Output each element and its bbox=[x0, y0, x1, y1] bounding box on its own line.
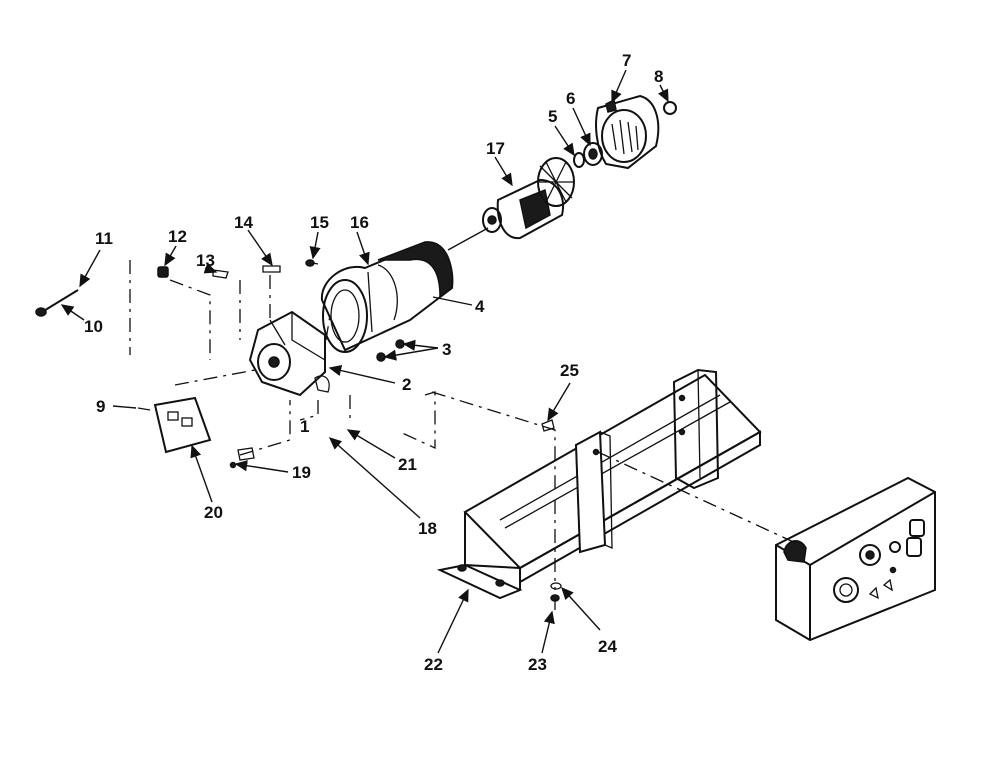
screw-part-15 bbox=[305, 259, 319, 267]
bolt-part-23 bbox=[550, 594, 560, 610]
washer-part-24 bbox=[550, 582, 562, 590]
callout-8: 8 bbox=[654, 67, 663, 86]
callout-23: 23 bbox=[528, 655, 547, 674]
cover-plate-part-20 bbox=[153, 396, 212, 454]
callout-3: 3 bbox=[442, 340, 451, 359]
base-channel-part-22 bbox=[436, 373, 762, 600]
callout-6: 6 bbox=[566, 89, 575, 108]
callout-21: 21 bbox=[398, 455, 417, 474]
nut-part-12 bbox=[157, 266, 169, 278]
screw-part-9 bbox=[137, 407, 151, 411]
callout-2: 2 bbox=[402, 375, 411, 394]
callout-25: 25 bbox=[560, 361, 579, 380]
screws-part-3 bbox=[376, 339, 405, 362]
fan-part bbox=[537, 157, 575, 207]
callout-12: 12 bbox=[168, 227, 187, 246]
bolt-part-10 bbox=[35, 289, 79, 317]
stator-part-16 bbox=[320, 241, 454, 353]
callout-19: 19 bbox=[292, 463, 311, 482]
alignment-lines bbox=[129, 260, 801, 590]
mount-plate-front bbox=[574, 430, 613, 554]
callout-24: 24 bbox=[598, 637, 617, 656]
shaft-line bbox=[447, 227, 489, 251]
washer-part-5 bbox=[573, 152, 585, 168]
rotor-part-17 bbox=[482, 178, 564, 240]
leader-lines bbox=[60, 69, 669, 654]
callout-1: 1 bbox=[300, 417, 309, 436]
callout-7: 7 bbox=[622, 51, 631, 70]
ring-part-8 bbox=[663, 101, 677, 115]
end-bracket-part-1 bbox=[248, 310, 330, 397]
callout-10: 10 bbox=[84, 317, 103, 336]
receptacle-box bbox=[775, 476, 936, 642]
callout-20: 20 bbox=[204, 503, 223, 522]
callout-14: 14 bbox=[234, 213, 253, 232]
callout-13: 13 bbox=[196, 251, 215, 270]
screw-part-14 bbox=[262, 265, 281, 273]
rear-bracket-part-7 bbox=[595, 94, 660, 170]
clip-part-13 bbox=[212, 269, 229, 279]
mount-plate-rear bbox=[672, 368, 720, 490]
callout-4: 4 bbox=[475, 297, 485, 316]
callout-22: 22 bbox=[424, 655, 443, 674]
callout-11: 11 bbox=[95, 229, 113, 248]
screw-part-25 bbox=[541, 419, 555, 432]
callouts: 1 2 3 4 5 6 7 8 9 10 11 12 13 14 15 16 1… bbox=[84, 51, 663, 674]
bracket-clip-part-19 bbox=[229, 447, 255, 469]
callout-5: 5 bbox=[548, 107, 557, 126]
callout-18: 18 bbox=[418, 519, 437, 538]
callout-16: 16 bbox=[350, 213, 369, 232]
callout-9: 9 bbox=[96, 397, 105, 416]
callout-15: 15 bbox=[310, 213, 329, 232]
callout-17: 17 bbox=[486, 139, 505, 158]
